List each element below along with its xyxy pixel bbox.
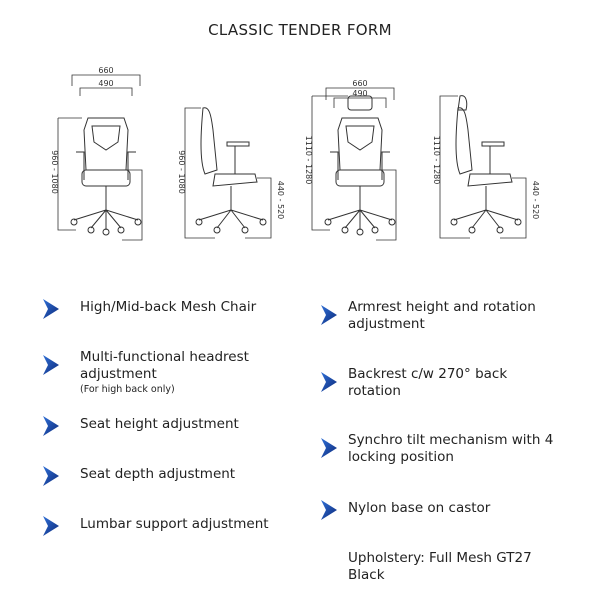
mid-back-front-view [57, 74, 143, 241]
upholstery-text: Upholstery: Full Mesh GT27 Black [348, 550, 532, 583]
bullet-arrow-icon [320, 499, 338, 521]
mid-front-height: 960 - 1080 [50, 150, 59, 194]
high-side-height: 1110 - 1280 [432, 136, 441, 185]
feature-text: Multi-functional headrest adjustment [80, 349, 249, 382]
feature-item: Multi-functional headrest adjustment (Fo… [80, 349, 280, 397]
mid-front-width-outer: 660 [98, 66, 113, 75]
feature-item: High/Mid-back Mesh Chair [80, 299, 257, 315]
high-back-side-view [439, 95, 527, 239]
feature-item: Seat height adjustment [80, 416, 239, 432]
feature-note: (For high back only) [80, 384, 175, 395]
bullet-arrow-icon [320, 371, 338, 393]
chair-dimension-drawings: 660 490 960 - 1080 960 - 1080 440 - 520 … [50, 66, 540, 241]
feature-item: Armrest height and rotation adjustment [348, 299, 536, 332]
high-front-width-outer: 660 [352, 79, 367, 88]
mid-back-side-view [184, 107, 272, 239]
high-side-seat-height: 440 - 520 [531, 181, 540, 220]
page-title: CLASSIC TENDER FORM [208, 21, 392, 39]
feature-item: Seat depth adjustment [80, 466, 236, 482]
bullet-arrow-icon [42, 515, 60, 537]
feature-item: Lumbar support adjustment [80, 516, 269, 532]
mid-front-width-inner: 490 [98, 79, 113, 88]
high-front-width-inner: 490 [352, 89, 367, 98]
bullet-arrow-icon [42, 354, 60, 376]
feature-item: Backrest c/w 270° back rotation [348, 366, 508, 399]
mid-side-seat-height: 440 - 520 [276, 181, 285, 220]
mid-side-height: 960 - 1080 [177, 150, 186, 194]
high-front-height: 1110 - 1280 [304, 136, 313, 185]
bullet-arrow-icon [320, 437, 338, 459]
bullet-arrow-icon [42, 465, 60, 487]
feature-item: Nylon base on castor [348, 500, 491, 516]
bullet-arrow-icon [42, 298, 60, 320]
feature-item: Synchro tilt mechanism with 4 locking po… [348, 432, 554, 465]
bullet-arrow-icon [42, 415, 60, 437]
bullet-arrow-icon [320, 304, 338, 326]
high-back-front-view [311, 87, 397, 241]
